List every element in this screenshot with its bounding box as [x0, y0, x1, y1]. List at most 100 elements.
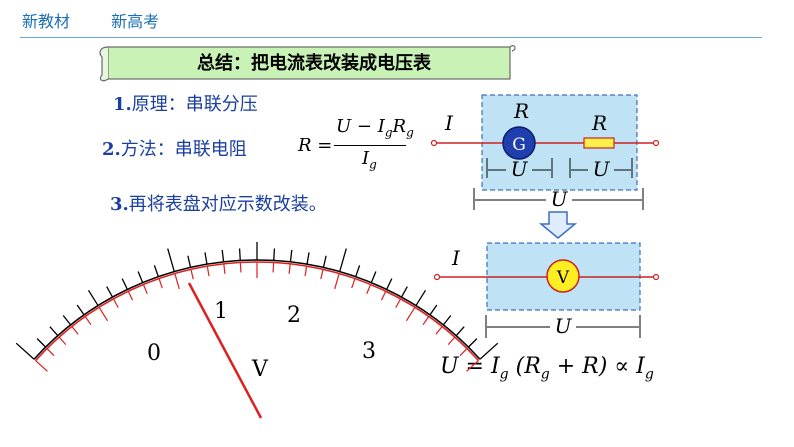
- dial-tick-red: [142, 284, 148, 294]
- dial-label-2: 2: [287, 303, 301, 328]
- dial-arc: [33, 259, 481, 360]
- dial-tick-black: [137, 271, 144, 283]
- circuit1-series-r-label: R: [591, 111, 607, 135]
- item-method: 2.方法：串联电阻: [102, 135, 247, 161]
- dial-tick-black: [187, 255, 192, 268]
- circuit1-u2-label: U: [593, 157, 611, 181]
- circuit1-current-label: I: [444, 111, 454, 135]
- dial-tick-red: [304, 266, 308, 277]
- voltage-formula: U = Ig (Rg + R) ∝ Ig: [440, 354, 654, 382]
- dial-tick-black: [49, 326, 59, 337]
- dial-needle: [187, 282, 263, 419]
- circuit2-terminal-left: [433, 273, 441, 281]
- dial-tick-black: [442, 315, 452, 326]
- dial-tick-black: [386, 278, 393, 290]
- formula-numerator-text: U − I: [336, 116, 385, 137]
- formula-numerator-sub: g: [384, 125, 393, 140]
- dial-tick-black: [400, 286, 408, 298]
- dial-tick-red: [127, 290, 134, 301]
- voltage-formula-text: U = Ig (Rg + R) ∝ Ig: [440, 354, 654, 383]
- resistance-formula: R = U − IgRg Ig: [298, 116, 414, 178]
- item-dial: 3.再将表盘对应示数改装。: [110, 190, 327, 216]
- circuit1-total-u-label: U: [551, 187, 569, 211]
- dial-tick-black: [62, 315, 72, 326]
- dial-tick-red: [447, 336, 456, 346]
- voltmeter-icon: [546, 259, 580, 293]
- dial-tick-black: [415, 289, 427, 306]
- dial-tick-red: [288, 263, 291, 274]
- series-resistor-icon: [583, 137, 615, 149]
- title-scroll: [99, 45, 516, 82]
- dial-tick-black: [306, 252, 310, 265]
- formula-denominator-sub: g: [369, 157, 377, 172]
- item-principle-text: 原理：串联分压: [131, 94, 258, 115]
- dial-tick-black: [355, 265, 361, 277]
- dial-tick-red: [351, 278, 356, 289]
- dial-tick-red: [422, 316, 430, 326]
- dial-tick-red: [206, 266, 210, 277]
- galvanometer-icon: [502, 126, 536, 160]
- dial-tick-black: [370, 271, 377, 283]
- item-method-num: 2.: [102, 139, 121, 160]
- dial-tick-black: [167, 248, 175, 272]
- circuit1-terminal-left: [430, 139, 438, 147]
- header: 新教材 新高考: [22, 8, 195, 32]
- dial-tick-black: [322, 255, 327, 268]
- dial-tick-red: [190, 269, 194, 280]
- dial-tick-red: [459, 348, 468, 357]
- header-divider: [20, 37, 762, 38]
- galvanometer-label: G: [512, 135, 526, 155]
- circuit2-terminal-right: [652, 273, 660, 281]
- dial-tick-black: [273, 248, 276, 261]
- transform-arrow-icon: [538, 211, 578, 239]
- dial-tick-red: [58, 336, 67, 346]
- dial-tick-red: [435, 326, 443, 335]
- dial-tick-red: [272, 262, 275, 273]
- dial-tick-black: [87, 289, 99, 306]
- dial-tick-black: [238, 248, 241, 261]
- header-left: 新教材: [22, 12, 71, 31]
- dial-tick-red: [366, 284, 372, 294]
- dial-unit: V: [251, 357, 269, 382]
- dial-tick-black: [153, 265, 159, 277]
- dial-tick-red: [334, 273, 340, 290]
- dial-tick-red: [84, 316, 92, 326]
- dial-tick-black: [15, 342, 35, 360]
- dial-tick-black: [204, 252, 208, 265]
- dial-tick-black: [339, 248, 347, 272]
- formula-lhs: R =: [298, 135, 333, 156]
- dial-arc: [34, 261, 480, 362]
- formula-numerator-r: R: [392, 116, 407, 137]
- dial-label-1: 1: [214, 299, 228, 324]
- circuit1-top-r-label: R: [513, 99, 529, 123]
- dial-tick-black: [121, 278, 128, 290]
- summary-title: 总结：把电流表改装成电压表: [197, 53, 431, 74]
- dial-tick-red: [35, 360, 48, 372]
- dial-tick-red: [112, 298, 119, 308]
- dial-tick-red: [98, 306, 109, 322]
- dial-tick-red: [46, 348, 55, 357]
- dial-tick-black: [221, 249, 225, 262]
- dial-tick-red: [466, 360, 479, 372]
- item-principle-num: 1.: [113, 94, 132, 115]
- dial-tick-red: [174, 273, 180, 290]
- formula-denominator: Ig: [362, 148, 377, 172]
- dial-tick-black: [106, 286, 114, 298]
- dial-label-3: 3: [362, 339, 376, 364]
- dial-tick-black: [289, 249, 293, 262]
- formula-denominator-text: I: [362, 148, 370, 169]
- circuit2-current-label: I: [451, 246, 461, 270]
- dial-tick-red: [239, 262, 242, 273]
- dial-tick-black: [479, 342, 499, 360]
- dial-tick-black: [467, 338, 478, 348]
- item-dial-text: 再将表盘对应示数改装。: [128, 194, 327, 215]
- formula-numerator: U − IgRg: [336, 116, 414, 140]
- circuit1-terminal-right: [652, 139, 660, 147]
- circuit1-u1-label: U: [511, 157, 529, 181]
- item-dial-num: 3.: [110, 194, 129, 215]
- item-method-text: 方法：串联电阻: [120, 139, 247, 160]
- dial-tick-black: [36, 338, 47, 348]
